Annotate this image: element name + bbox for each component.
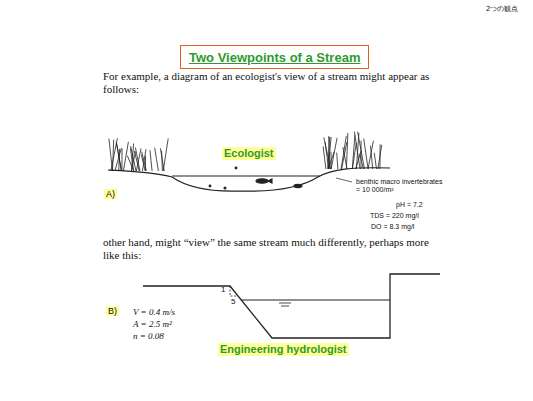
body-text: other hand, might “view” the same stream… xyxy=(103,236,448,261)
title-box: Two Viewpoints of a Stream xyxy=(180,45,369,69)
plant-blade xyxy=(342,142,347,169)
slope-number: 5 xyxy=(231,297,235,306)
plant-blade xyxy=(123,142,128,171)
plant-blade xyxy=(378,145,382,169)
channel-section xyxy=(143,274,440,338)
body-text: For example, a diagram of an ecologist's… xyxy=(103,70,448,95)
annotation: pH = 7.2 xyxy=(396,201,423,209)
plant-blade xyxy=(380,144,381,169)
slope-number: 1 xyxy=(221,285,225,294)
plant-blade xyxy=(141,155,145,171)
plant-blade xyxy=(352,143,356,169)
plant-blade xyxy=(150,150,152,171)
plant-blade xyxy=(368,141,373,169)
plant-blade xyxy=(323,146,326,169)
plant-blade xyxy=(371,146,373,169)
plant-blade xyxy=(155,148,159,171)
hydraulic-value: A = 2.5 m² xyxy=(133,319,172,329)
hydraulic-value: n = 0.08 xyxy=(133,331,164,341)
invertebrate xyxy=(209,185,211,187)
plant-blade xyxy=(361,141,362,169)
viewpoint-label: Ecologist xyxy=(222,147,276,160)
plant-blade xyxy=(337,153,338,169)
annotation: benthic macro invertebrates = 10 000/m² xyxy=(356,178,448,194)
annotation: TDS = 220 mg/l xyxy=(370,212,419,220)
plant-blade xyxy=(346,133,348,169)
plant-blade xyxy=(161,151,163,171)
plant-blade xyxy=(341,136,346,169)
water-symbol xyxy=(279,303,291,306)
plant-blade xyxy=(130,148,133,171)
plant-blade xyxy=(356,133,359,169)
plant-blade xyxy=(331,138,337,169)
plant-blade xyxy=(116,142,121,171)
annotation: DO = 8.3 mg/l xyxy=(371,223,414,231)
plant-blade xyxy=(364,139,368,170)
slide-tag: 2つの観点 xyxy=(486,5,518,13)
water-surface xyxy=(241,299,390,300)
stream-bed xyxy=(108,168,390,191)
plant-blade xyxy=(163,139,168,172)
hydraulic-value: V = 0.4 m/s xyxy=(133,307,175,317)
plant-blade xyxy=(121,148,122,171)
water-surface xyxy=(172,175,320,176)
figure-letter: A) xyxy=(104,189,117,199)
invertebrate xyxy=(235,167,237,169)
title: Two Viewpoints of a Stream xyxy=(189,50,360,65)
invertebrate xyxy=(224,187,226,189)
plant-blade xyxy=(113,140,114,172)
plant-blade xyxy=(324,138,331,170)
bank-plants xyxy=(109,132,382,171)
figure-letter: B) xyxy=(106,306,119,316)
viewpoint-label: Engineering hydrologist xyxy=(218,343,349,356)
plant-blade xyxy=(109,139,113,172)
plant-blade xyxy=(136,148,141,171)
fish xyxy=(294,184,302,187)
leader-line xyxy=(336,178,352,182)
plant-blade xyxy=(374,153,376,169)
plant-blade xyxy=(360,154,364,169)
slope-triangle xyxy=(230,286,238,296)
fish xyxy=(256,179,268,183)
fish-tail xyxy=(268,179,272,183)
